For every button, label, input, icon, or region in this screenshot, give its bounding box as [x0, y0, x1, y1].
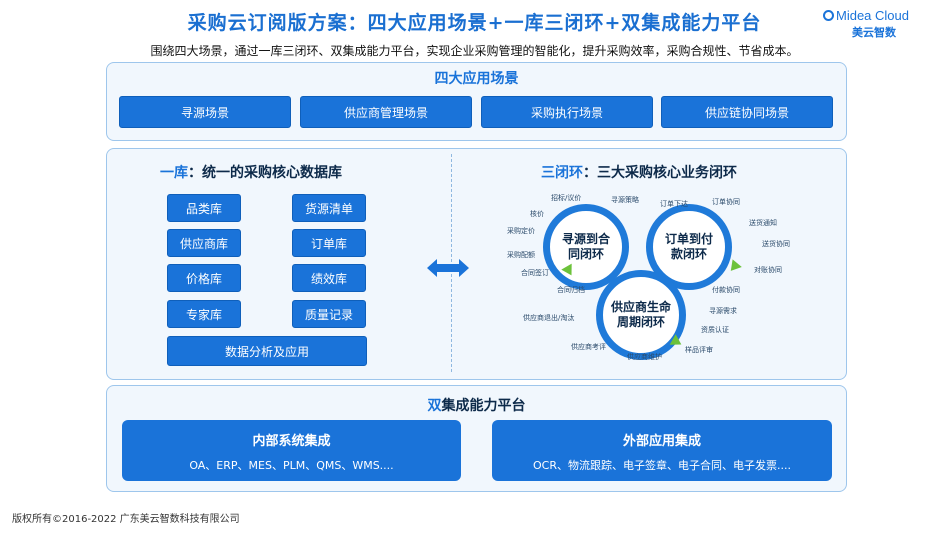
- loop-tag: 寻源需求: [709, 307, 737, 315]
- database-title-rest: ：统一的采购核心数据库: [188, 165, 342, 181]
- scene-supplier: 供应商管理场景: [300, 96, 472, 128]
- loop-tag: 供应商维护: [627, 353, 662, 361]
- loop-tag: 寻源策略: [611, 196, 639, 204]
- db-item-source-list: 货源清单: [292, 194, 366, 222]
- copyright: 版权所有©2016-2022 广东美云智数科技有限公司: [12, 514, 240, 525]
- logo-text-cn: 美云智数: [852, 26, 896, 39]
- loop-tag: 采购配额: [507, 251, 535, 259]
- integration-title: 双集成能力平台: [106, 395, 847, 415]
- scene-sourcing: 寻源场景: [119, 96, 291, 128]
- loop-order-payment-label: 订单到付款闭环: [664, 232, 713, 261]
- logo-text-en: Midea Cloud: [836, 8, 909, 23]
- loop-tag: 样品评审: [685, 346, 713, 354]
- loop-tag: 付款协同: [712, 286, 740, 294]
- loop-tag: 订单下达: [660, 200, 688, 208]
- loop-tag: 对账协同: [754, 266, 782, 274]
- internal-integration-items: OA、ERP、MES、PLM、QMS、WMS....: [189, 459, 394, 472]
- internal-integration: 内部系统集成 OA、ERP、MES、PLM、QMS、WMS....: [122, 420, 461, 481]
- double-arrow-icon: [427, 259, 469, 277]
- database-title-hl: 一库: [160, 165, 188, 181]
- external-integration-items: OCR、物流跟踪、电子签章、电子合同、电子发票....: [533, 459, 791, 472]
- loop-tag: 合同归档: [557, 286, 585, 294]
- loop-tag: 供应商考评: [571, 343, 606, 351]
- integration-title-rest: 集成能力平台: [441, 398, 526, 414]
- loop-tag: 招标/议价: [551, 194, 582, 202]
- external-integration-title: 外部应用集成: [622, 434, 701, 449]
- db-item-supplier: 供应商库: [167, 229, 241, 257]
- loop-sourcing-contract-label: 寻源到合同闭环: [561, 232, 610, 261]
- integration-title-hl: 双: [427, 398, 442, 414]
- db-item-quality: 质量记录: [292, 300, 366, 328]
- db-item-performance: 绩效库: [292, 264, 366, 292]
- scene-execution: 采购执行场景: [481, 96, 653, 128]
- loop-tag: 订单协同: [712, 198, 740, 206]
- loops-title-hl: 三闭环: [541, 165, 583, 181]
- scene-collaboration: 供应链协同场景: [661, 96, 833, 128]
- scenes-title-text: 四大应用场景: [434, 71, 519, 87]
- external-integration: 外部应用集成 OCR、物流跟踪、电子签章、电子合同、电子发票....: [492, 420, 832, 481]
- logo-icon: [823, 10, 834, 21]
- loop-tag: 送货通知: [749, 219, 777, 227]
- loop-tag: 采购定价: [507, 227, 535, 235]
- db-item-price: 价格库: [167, 264, 241, 292]
- db-item-analytics: 数据分析及应用: [167, 336, 367, 366]
- db-item-category: 品类库: [167, 194, 241, 222]
- db-item-expert: 专家库: [167, 300, 241, 328]
- internal-integration-title: 内部系统集成: [252, 434, 331, 449]
- loop-tag: 合同签订: [521, 269, 549, 277]
- scenes-title: 四大应用场景: [106, 68, 847, 88]
- loop-tag: 供应商退出/淘汰: [523, 314, 575, 322]
- loop-supplier-lifecycle-label: 供应商生命周期闭环: [610, 300, 671, 329]
- loop-tag: 核价: [530, 210, 544, 218]
- loop-tag: 送货协同: [762, 240, 790, 248]
- loop-tag: 资质认证: [701, 326, 729, 334]
- loop-sourcing-contract: 寻源到合同闭环: [543, 204, 629, 290]
- divider: [451, 154, 452, 372]
- loops-title-rest: ：三大采购核心业务闭环: [583, 165, 737, 181]
- loop-supplier-lifecycle: 供应商生命周期闭环: [596, 270, 686, 360]
- page-title: 采购云订阅版方案：四大应用场景+一库三闭环+双集成能力平台: [187, 12, 762, 34]
- page-subtitle: 围绕四大场景，通过一库三闭环、双集成能力平台，实现企业采购管理的智能化，提升采购…: [150, 44, 799, 58]
- loops-title: 三闭环：三大采购核心业务闭环: [541, 162, 737, 182]
- db-item-order: 订单库: [292, 229, 366, 257]
- database-title: 一库：统一的采购核心数据库: [160, 162, 342, 182]
